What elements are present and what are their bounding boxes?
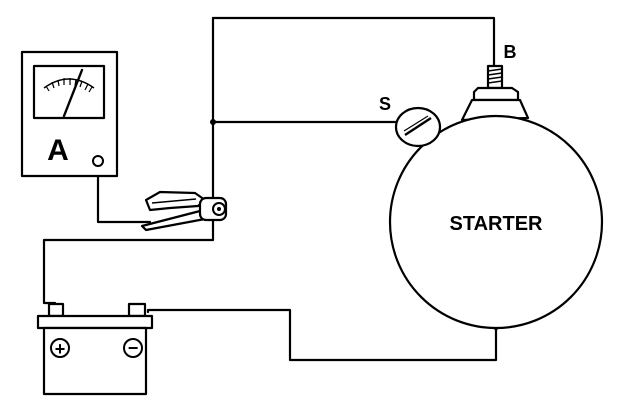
clip-pivot-center (217, 207, 221, 211)
battery-negative-marker (123, 338, 143, 358)
ammeter-terminal (92, 155, 104, 167)
starter-label: STARTER (450, 213, 544, 235)
terminal-b-nut (472, 86, 520, 102)
battery: + − (36, 302, 154, 396)
ammeter: A (20, 50, 119, 178)
battery-post-negative (127, 302, 147, 318)
battery-lid (36, 314, 154, 330)
terminal-b-label: B (504, 42, 517, 62)
terminal-s-solenoid (394, 106, 442, 148)
ammeter-symbol: A (47, 134, 69, 167)
ammeter-scale-ticks (45, 78, 93, 93)
wire-ammeter-lead (96, 164, 152, 224)
clip-grip-line (151, 198, 197, 204)
alligator-clip (140, 190, 228, 232)
starter: STARTER B S (379, 42, 604, 330)
battery-negative-symbol: − (128, 338, 139, 358)
battery-positive-marker (50, 338, 70, 358)
wire-clip-to-battery-positive (42, 208, 215, 314)
terminal-s-slot (404, 116, 432, 137)
clip-lower-jaw (140, 209, 207, 232)
ammeter-scale-arc (43, 78, 95, 89)
terminal-s-label: S (379, 94, 391, 114)
ammeter-needle (62, 68, 84, 118)
ammeter-dial-window (32, 64, 106, 120)
starter-body (388, 114, 604, 330)
battery-positive-symbol: + (55, 339, 66, 359)
terminal-b-post (472, 64, 520, 102)
wire-to-terminal-b (211, 16, 496, 68)
battery-post-positive (47, 302, 65, 318)
junction-dot (210, 119, 216, 125)
wire-battery-negative-ground (146, 308, 498, 362)
wires (42, 16, 498, 362)
